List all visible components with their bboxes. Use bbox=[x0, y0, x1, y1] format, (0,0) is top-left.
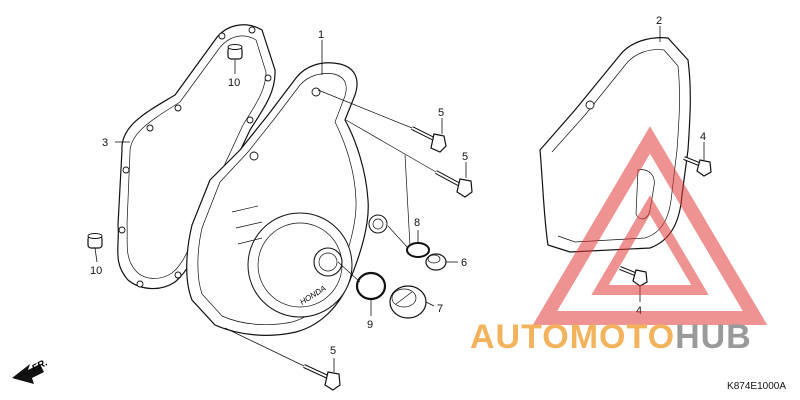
bolt-5-upper bbox=[411, 126, 447, 153]
watermark-text-part2: HUB bbox=[675, 318, 752, 356]
front-direction-arrow: FR. bbox=[12, 357, 50, 384]
callout-1: 1 bbox=[318, 29, 324, 41]
timing-cap-6 bbox=[425, 253, 447, 271]
generator-dome bbox=[247, 212, 353, 318]
callout-9: 9 bbox=[367, 319, 373, 331]
watermark-triangle-logo bbox=[532, 126, 768, 325]
crank-cap-7 bbox=[389, 285, 427, 319]
watermark-text-part1: AUTOMOTO bbox=[470, 318, 676, 356]
callout-10-upper: 10 bbox=[228, 77, 240, 89]
callout-7: 7 bbox=[437, 303, 443, 315]
callout-5-upper: 5 bbox=[438, 107, 444, 119]
crank-hole bbox=[313, 247, 343, 277]
leader-lines bbox=[94, 26, 705, 372]
callout-10-lower: 10 bbox=[90, 265, 102, 277]
watermark-text: AUTOMOTOHUB bbox=[470, 318, 752, 357]
dowel-pin-10-upper bbox=[227, 44, 243, 60]
bolt-5-lower bbox=[303, 364, 341, 391]
cover-dowel-1 bbox=[311, 87, 321, 97]
callout-5-middle: 5 bbox=[462, 151, 468, 163]
o-ring-9 bbox=[355, 271, 387, 301]
sprocket-cover-part bbox=[539, 37, 691, 253]
callout-2: 2 bbox=[656, 15, 662, 27]
callout-6: 6 bbox=[461, 257, 467, 269]
crankcase-cover-part: HONDA bbox=[186, 62, 388, 336]
callout-4-upper: 4 bbox=[700, 131, 706, 143]
bolt-4-upper bbox=[683, 156, 712, 177]
bolt-4-lower bbox=[619, 266, 648, 287]
bolt-5-middle bbox=[435, 170, 473, 198]
assembly-guide-lines bbox=[224, 89, 437, 367]
callout-5-lower: 5 bbox=[330, 345, 336, 357]
diagram-code: K874E1000A bbox=[727, 381, 786, 392]
callout-8: 8 bbox=[414, 217, 420, 229]
cover-dowel-2 bbox=[249, 151, 259, 161]
callout-3: 3 bbox=[102, 137, 108, 149]
timing-hole bbox=[368, 214, 388, 234]
dowel-pin-10-lower bbox=[87, 233, 103, 249]
direction-label: FR. bbox=[30, 357, 49, 374]
callout-numbers: 1 2 3 4 4 5 5 5 6 7 8 9 10 10 bbox=[90, 15, 706, 357]
